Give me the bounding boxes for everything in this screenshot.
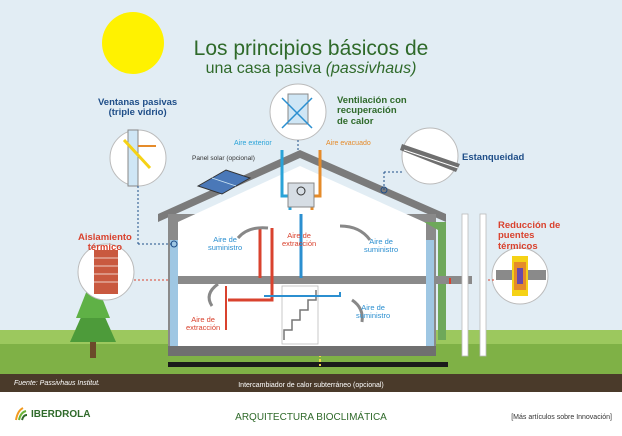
label-extraccion-1: Aire de extracción [282,231,317,249]
title-line-1: Los principios básicos de [193,37,429,60]
label-suministro-3-b: suministro [356,311,391,321]
heat-exchanger-icon [287,182,315,208]
solar-panel-icon [196,169,252,195]
thermal-bridge-pipe [436,213,487,357]
label-suministro-3: Aire de suministro [356,303,391,321]
label-aislamiento: Aislamiento térmico [78,232,132,254]
label-panel-solar: Panel solar (opcional) [192,155,255,162]
title-line-2: una casa pasiva (passivhaus) [0,60,622,78]
source-note: Fuente: Passivhaus Institut. [14,380,100,387]
label-suministro-1: Aire de suministro [208,235,243,253]
label-reduccion-1: Reducción de [498,220,561,231]
label-suministro-2: Aire de suministro [364,237,399,255]
label-suministro-2-b: suministro [364,245,399,255]
label-suministro-1-b: suministro [208,243,243,253]
label-reduccion-2: puentes [498,230,535,242]
label-aire-exterior: Aire exterior [234,140,272,147]
connector-lines [137,140,402,245]
footer-logo[interactable]: IBERDROLA [14,406,90,422]
footer [0,392,622,436]
window-glass-icon [109,129,167,187]
label-reduccion-3: térmicos [498,240,538,252]
label-ventanas-1: Ventanas pasivas [98,97,178,108]
label-estanqueidad: Estanqueidad [462,152,525,163]
title-line-2-italic: (passivhaus) [325,60,417,77]
label-ventanas: Ventanas pasivas (triple vidrio) [98,97,178,119]
label-aire-evacuado: Aire evacuado [326,140,371,147]
stairs [281,285,319,345]
footer-logo-text: IBERDROLA [31,408,91,420]
label-suministro-1-a: Aire de [213,235,237,244]
wall-brick-icon [77,243,135,301]
label-ventilacion: Ventilación con recuperación de calor [337,95,407,127]
label-aislamiento-1: Aislamiento [78,232,132,243]
label-ventilacion-3: de calor [337,115,374,127]
label-ventanas-2: (triple vidrio) [108,107,167,119]
label-intercambiador: Intercambiador de calor subterráneo (opc… [238,382,384,389]
label-suministro-3-a: Aire de [361,303,385,312]
label-extraccion-2-b: extracción [186,323,221,333]
airflow-arrows [207,224,372,323]
more-articles-link[interactable]: [Más artículos sobre Innovación] [511,414,612,421]
label-suministro-2-a: Aire de [369,237,393,246]
title-line-2-prefix: una casa pasiva [205,60,326,77]
iberdrola-logo-icon [15,407,28,421]
label-aislamiento-2: térmico [87,242,123,254]
label-extraccion-2: Aire de extracción [186,315,221,333]
sun-icon [102,12,164,74]
label-ventilacion-2: recuperación [337,105,397,117]
footer-title: ARQUITECTURA BIOCLIMÁTICA [235,412,387,423]
label-extraccion-1-b: extracción [282,239,317,249]
label-ventilacion-1: Ventilación con [337,95,407,106]
ventilation-detail-icon [269,83,327,141]
label-extraccion-1-a: Aire de [287,231,311,240]
seal-icon [400,127,460,185]
label-reduccion: Reducción de puentes térmicos [498,220,561,252]
thermal-bridge-icon [491,247,549,305]
label-extraccion-2-a: Aire de [191,315,215,324]
